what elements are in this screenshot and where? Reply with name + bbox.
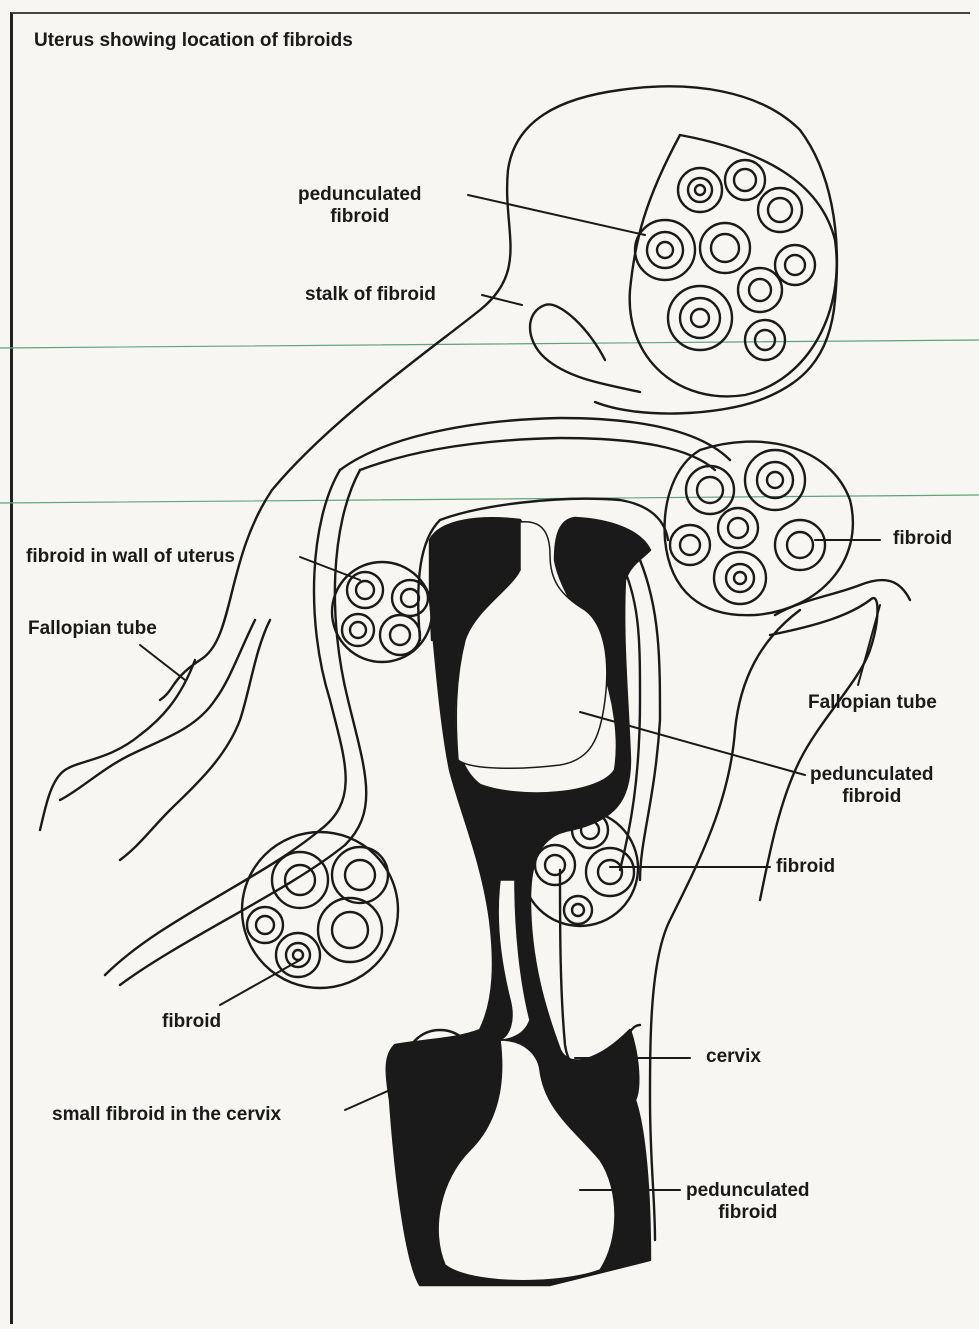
label-fallopian-tube-right: Fallopian tube	[808, 692, 937, 714]
uterus-right-wall-outer	[650, 610, 800, 1240]
fallopian-tube-right-2	[760, 598, 878, 900]
fallopian-tube-left-2	[60, 620, 255, 800]
label-fibroid-mid-right: fibroid	[776, 856, 835, 878]
label-pedunculated-fibroid-middle: pedunculated fibroid	[810, 764, 934, 808]
fibroid-cluster-lower-left	[242, 832, 398, 988]
leader-fibroid-wall	[300, 557, 360, 580]
diagram-title: Uterus showing location of fibroids	[34, 30, 353, 52]
label-stalk-of-fibroid: stalk of fibroid	[305, 284, 436, 306]
leader-pedunculated-top	[468, 195, 645, 235]
label-fibroid-right: fibroid	[893, 528, 952, 550]
label-pedunculated-fibroid-bottom: pedunculated fibroid	[686, 1180, 810, 1224]
scan-line	[0, 495, 979, 503]
label-fibroid-lower-left: fibroid	[162, 1011, 221, 1033]
leader-fallopian-right	[858, 605, 880, 685]
label-pedunculated-fibroid-top: pedunculated fibroid	[298, 184, 422, 228]
label-fibroid-in-wall: fibroid in wall of uterus	[26, 546, 235, 568]
fallopian-tube-left	[120, 620, 270, 860]
leader-pedunculated-middle	[580, 712, 805, 775]
uterus-inner-arch	[340, 418, 730, 470]
leader-fibroid-lower-left	[220, 960, 300, 1005]
label-small-fibroid-cervix: small fibroid in the cervix	[52, 1104, 281, 1126]
stalk-of-fibroid-shape	[530, 304, 640, 392]
fibroid-cluster-wall	[332, 562, 432, 662]
fallopian-tube-right	[775, 580, 910, 615]
label-cervix: cervix	[706, 1046, 761, 1068]
scan-line	[0, 340, 979, 348]
leader-fallopian-left	[140, 645, 185, 680]
fibroid-cluster-top	[630, 135, 837, 396]
leader-small-fibroid-cervix	[345, 1090, 390, 1110]
uterus-right-wall-mid	[640, 560, 660, 880]
label-fallopian-tube-left: Fallopian tube	[28, 618, 157, 640]
fibroid-cluster-right	[665, 442, 853, 616]
uterus-inner-arch-2	[360, 438, 715, 470]
